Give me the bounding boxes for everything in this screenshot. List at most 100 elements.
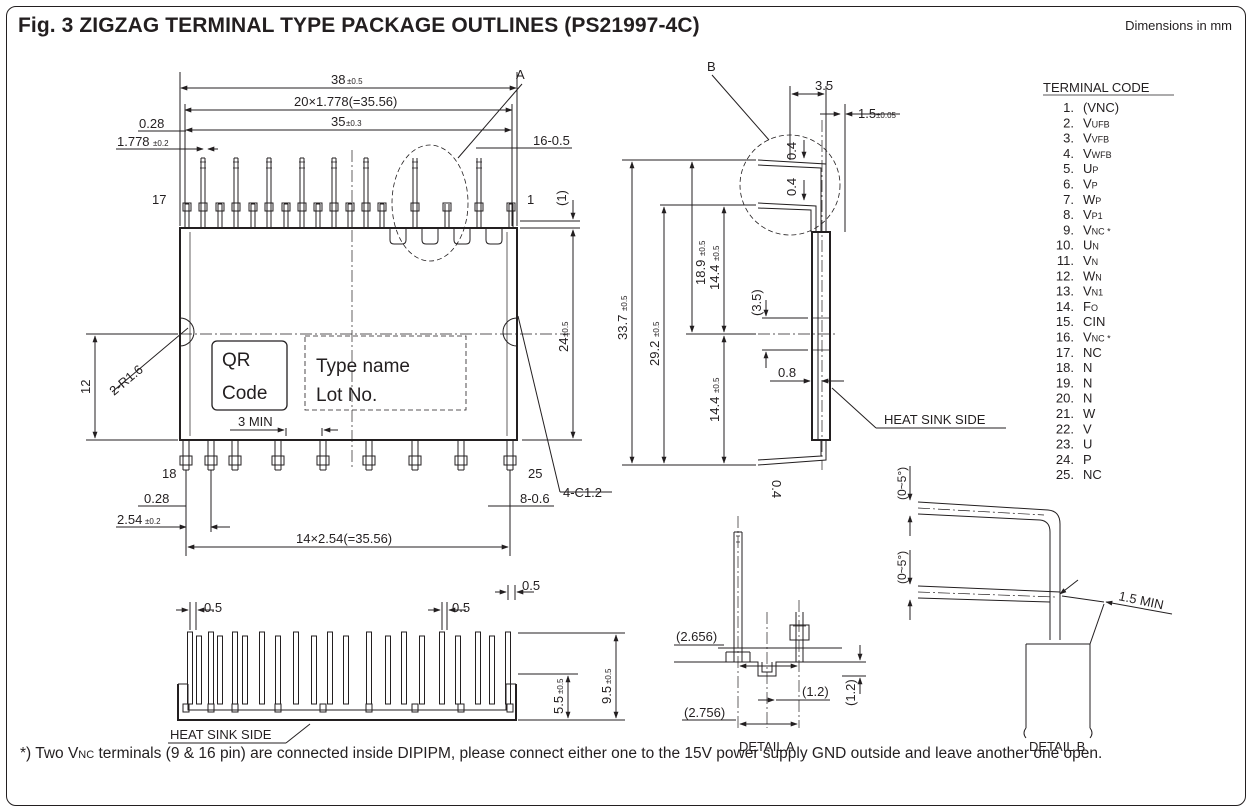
terminal-name: V: [1083, 421, 1092, 436]
qr-line2: Code: [222, 383, 267, 404]
dim-pitch-254: 2.54: [117, 512, 142, 527]
terminal-code-row: 2. VUFB: [1063, 115, 1110, 130]
terminal-code-row: 14.FO: [1056, 299, 1098, 314]
units-note: Dimensions in mm: [1125, 18, 1232, 33]
upper-pin: [506, 202, 516, 228]
lower-pins: [179, 440, 517, 471]
figure-title: Fig. 3 ZIGZAG TERMINAL TYPE PACKAGE OUTL…: [18, 14, 700, 37]
dim-pitch-upper: 20×1.778(=35.56): [294, 94, 397, 109]
front-pin-foot: [207, 703, 215, 713]
dim-side-189-tol: ±0.5: [698, 240, 707, 256]
upper-pin: [281, 202, 291, 228]
dim-side-292-tol: ±0.5: [652, 321, 661, 337]
dim-edge-028-bottom: 0.28: [144, 491, 169, 506]
front-view: 0.5 0.5 0.5 5.5 ±0.5 9.5 ±0.5 HEAT SINK …: [168, 578, 625, 744]
terminal-name: N: [1083, 360, 1092, 375]
type-name: Type name: [316, 356, 410, 377]
front-pin: [208, 631, 214, 705]
terminal-code-row: 23.U: [1056, 437, 1092, 452]
callout-b: B: [707, 59, 716, 74]
terminal-name: VP1: [1083, 207, 1103, 222]
front-pin: [439, 631, 445, 705]
terminal-num: 19.: [1056, 375, 1074, 390]
dim-side-35: 3.5: [815, 78, 833, 93]
u-notch: [485, 228, 503, 245]
front-pin: [311, 635, 317, 705]
dim-side-04b: 0.4: [784, 178, 799, 196]
terminal-num: 14.: [1056, 299, 1074, 314]
front-pin: [419, 635, 425, 705]
lower-pin: [179, 440, 193, 471]
terminal-code-row: 4.VWFB: [1063, 146, 1112, 161]
dim-pin-count-upper: 16-0.5: [533, 133, 570, 148]
terminal-num: 12.: [1056, 268, 1074, 283]
terminal-code-row: 15.CIN: [1056, 314, 1105, 329]
terminal-code-row: 17.NC: [1056, 345, 1102, 360]
front-pin: [275, 635, 281, 705]
terminal-num: 15.: [1056, 314, 1074, 329]
terminal-code-row: 8. VP1: [1063, 207, 1103, 222]
lower-pin: [362, 440, 376, 471]
upper-pin: [377, 202, 387, 228]
front-pin: [217, 635, 223, 705]
angle-1: (0~5°): [895, 467, 909, 500]
front-pin: [259, 631, 265, 705]
front-pin: [232, 631, 238, 705]
package-body: [179, 227, 518, 441]
pin-label-1: 1: [527, 192, 534, 207]
upper-pin: [345, 202, 355, 228]
terminal-name: VUFB: [1083, 115, 1110, 130]
footnote: *) Two VNC terminals (9 & 16 pin) are co…: [20, 744, 1230, 765]
dim-pitch-lower: 14×2.54(=35.56): [296, 531, 392, 546]
terminal-num: 16.: [1056, 330, 1074, 345]
terminal-num: 20.: [1056, 391, 1074, 406]
dim-12h: (1.2): [802, 684, 829, 699]
upper-pins: [182, 157, 516, 245]
terminal-num: 5.: [1063, 161, 1074, 176]
lower-pin: [503, 440, 517, 471]
dim-radius: 2-R1.6: [106, 362, 146, 399]
upper-pin: [329, 157, 339, 228]
lower-pin: [454, 440, 468, 471]
dim-front-95-tol: ±0.5: [604, 668, 613, 684]
terminal-code-row: 13. VN1: [1056, 284, 1103, 299]
front-pin: [401, 631, 407, 705]
terminal-num: 8.: [1063, 207, 1074, 222]
terminal-name: NC: [1083, 345, 1102, 360]
upper-pin: [264, 157, 274, 228]
dim-height-12: 12: [78, 380, 93, 394]
terminal-code-row: 9.VNC *: [1063, 222, 1111, 237]
dim-pitch-1778-tol: ±0.2: [153, 139, 169, 148]
upper-pin: [410, 158, 420, 228]
dim-side-337: 33.7: [615, 315, 630, 340]
terminal-name: UP: [1083, 161, 1098, 176]
terminal-name: N: [1083, 375, 1092, 390]
upper-pin: [198, 157, 208, 228]
front-pin-foot: [319, 703, 327, 713]
dim-side-144b: 14.4: [707, 397, 722, 422]
footnote-sub: NC: [78, 749, 95, 761]
terminal-num: 11.: [1057, 253, 1074, 268]
terminal-num: 2.: [1063, 115, 1074, 130]
side-view: B 3.5 1.5 ±0.05 0.4 0.4 0.4 33.7 ±0.5 29…: [615, 59, 1006, 498]
upper-pin: [215, 202, 225, 228]
front-pin-foot: [274, 703, 282, 713]
terminal-num: 24.: [1056, 452, 1074, 467]
front-pin: [293, 631, 299, 705]
terminal-code-row: 3.VVFB: [1063, 131, 1109, 146]
terminal-name: VN1: [1083, 284, 1103, 299]
front-pin: [366, 631, 372, 705]
terminal-code-row: 18.N: [1056, 360, 1092, 375]
terminal-code-row: 7.WP: [1063, 192, 1101, 207]
dim-front-05b: 0.5: [452, 600, 470, 615]
terminal-code-row: 11.VN: [1057, 253, 1098, 268]
pin-label-25: 25: [528, 466, 542, 481]
upper-pin: [313, 202, 323, 228]
terminal-code-heading: TERMINAL CODE: [1043, 80, 1150, 95]
detail-a: (2.656) (1.2) (1.2) (2.756) DETAIL A: [674, 516, 866, 754]
dim-front-05c: 0.5: [522, 578, 540, 593]
terminal-code-row: 5. UP: [1063, 161, 1098, 176]
upper-pin: [442, 202, 452, 228]
terminal-num: 13.: [1056, 284, 1074, 299]
